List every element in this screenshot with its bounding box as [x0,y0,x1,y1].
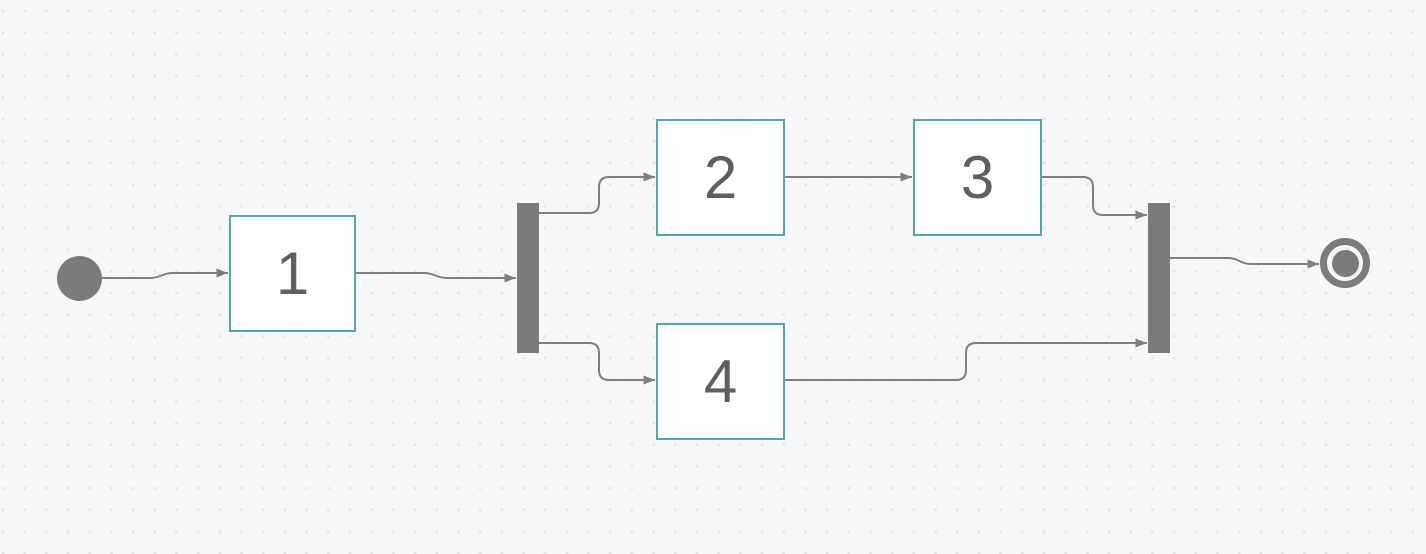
edge-start-to-task1[interactable] [101,268,228,279]
initial-node[interactable] [57,256,102,301]
fork-bar[interactable] [517,203,539,353]
final-node[interactable] [1320,238,1370,288]
task-node-2[interactable]: 2 [656,119,785,236]
final-node-dot [1331,249,1359,277]
edge-task3-to-join[interactable] [1042,176,1147,220]
edge-fork-to-task4[interactable] [539,342,655,385]
edge-task1-to-fork[interactable] [356,272,516,283]
join-bar[interactable] [1148,203,1170,353]
task-node-1[interactable]: 1 [229,215,356,332]
edge-task4-to-join[interactable] [785,338,1147,381]
task-label: 2 [703,143,738,211]
task-label: 4 [703,347,738,415]
task-label: 1 [275,239,310,307]
task-label: 3 [960,143,995,211]
task-node-3[interactable]: 3 [913,119,1042,236]
edge-join-to-end[interactable] [1170,257,1319,269]
edge-fork-to-task2[interactable] [539,172,655,214]
task-node-4[interactable]: 4 [656,323,785,440]
